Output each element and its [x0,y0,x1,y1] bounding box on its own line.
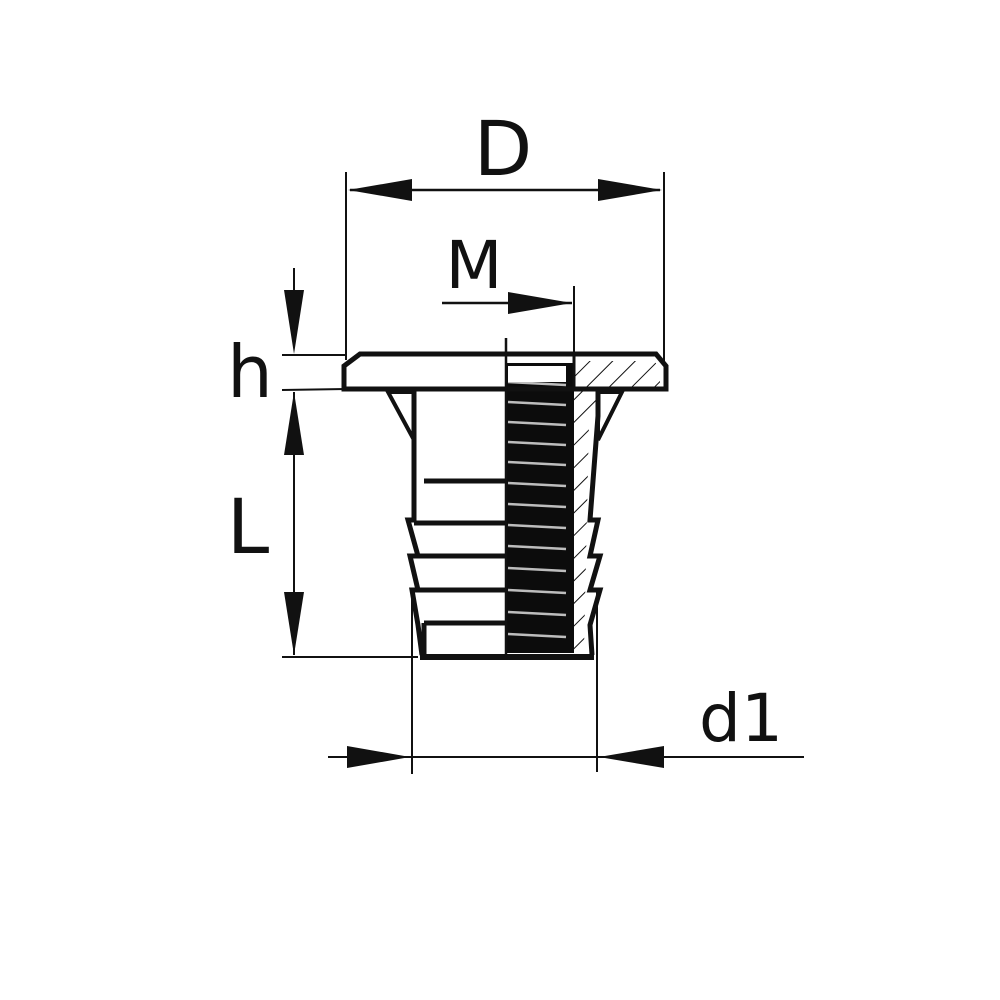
dimension-L: L [227,392,418,658]
rib-left [384,390,416,441]
dimension-D: D [345,104,665,365]
dimension-d1: d1 [328,590,804,774]
body-left-profile [404,389,425,656]
thread-top-gap [508,366,566,382]
arrow-left-icon [348,179,412,201]
label-L: L [227,482,269,571]
body-steps [414,478,506,626]
label-h: h [227,330,273,414]
arrow-right-icon [598,179,662,201]
arrow-left-icon [599,746,664,768]
insert-part [341,338,669,660]
flange [341,351,669,392]
arrow-up-icon [284,392,304,455]
extension-line-bottom [281,388,347,391]
arrow-right-icon [508,292,572,314]
body-right-profile [586,389,604,656]
rib-right [596,390,626,441]
label-d1: d1 [699,680,783,757]
label-M: M [446,227,503,304]
label-D: D [474,104,533,193]
arrow-right-icon [347,746,410,768]
dimension-M: M [442,227,575,356]
dimension-h: h [227,268,347,414]
thread-lines [507,380,567,639]
arrow-down-icon [284,592,304,655]
arrow-down-icon [284,290,304,354]
